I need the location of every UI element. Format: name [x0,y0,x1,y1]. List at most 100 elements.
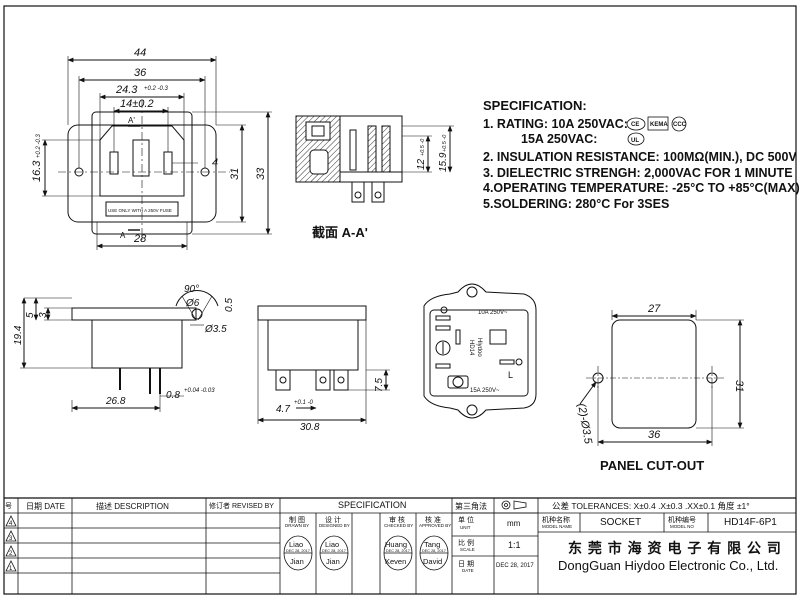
dim-height-left-tol: +0.2 -0.3 [36,133,42,158]
dim-75: 7.5 [374,378,385,392]
dim-section-15: 15.9 [438,152,449,172]
drawing-border [3,5,797,595]
tb-unit-value: mm [507,519,521,528]
tb-sig-designed: Liao [325,540,340,549]
tb-sig-checked: Huang [385,540,408,549]
panel-cutout [579,310,744,446]
tb-date-value: DEC 28, 2017 [496,563,534,569]
spec-line-3: 3. DIELECTRIC STRENGH: 2,000VAC FOR 1 MI… [483,166,793,180]
section-mark-a: A [120,231,126,240]
tb-role-designed-en: DESIGNED BY [319,523,350,528]
revision-marks [5,515,17,572]
tb-header-date: 日期 DATE [26,502,65,511]
dim-194: 19.4 [13,325,24,345]
tb-name-approved: David [423,557,443,566]
tb-scale-en: SCALE [460,547,475,552]
tb-header-num: 号 [5,503,12,510]
dim-section-12: 12 [416,158,427,170]
tb-sig-drawn: Liao [289,540,304,549]
tb-company-cn: 东 莞 市 海 资 电 子 有 限 公 司 [568,540,782,556]
section-view [295,115,454,203]
cert-ce: CE [631,122,639,128]
dim-angle-90: 90° [184,284,199,295]
dim-inner-tol: +0.2 -0.3 [144,86,169,92]
tb-model-name-en: MODEL NAME [542,524,573,529]
pin-label-4: 4 [212,157,218,169]
dim-bottom-width: 28 [133,233,147,245]
tb-role-drawn-en: DRAWN BY [285,523,310,528]
fuse-warning-label: USE ONLY WITH A 250V FUSE [108,208,172,213]
spec-line-1b: 15A 250VAC: [521,132,598,146]
spec-line-5: 5.SOLDERING: 280°C For 3SES [483,197,670,211]
tb-unit-cn: 单 位 [458,517,474,524]
top-view-labels: 44 36 24.3 +0.2 -0.3 14±0.2 28 16.3 +0.2… [31,47,267,245]
tb-date-designed: DEC 28, 2017 [322,549,346,553]
tb-unit-en: UNIT [460,525,471,530]
third-angle-projection-icon [501,500,527,510]
tb-date-drawn: DEC 28, 2017 [286,549,310,553]
tb-role-drawn: 制 图 [289,517,305,524]
tb-model-no: HD14F-6P1 [724,517,777,528]
rev-mark-3: 3 [9,536,13,542]
cert-ul: UL [631,138,639,144]
tb-header-angle: 第三角法 [455,502,487,511]
dim-height-left: 16.3 [31,160,43,182]
signature-stamps [283,535,449,571]
title-block-grid [4,497,796,594]
tb-company-en: DongGuan Hiydoo Electronic Co., Ltd. [558,558,779,573]
dim-308: 30.8 [300,422,320,433]
cutout-dim-height: 31 [733,380,745,392]
end-view [257,305,390,424]
dim-overall-width: 44 [134,47,146,59]
spec-line-4: 4.OPERATING TEMPERATURE: -25°C TO +85°C(… [483,181,800,195]
cert-marks [626,116,687,146]
front-brand: Hiydoo [476,338,482,357]
front-mark-l: L [508,370,513,380]
tb-scale-cn: 比 例 [458,540,474,547]
tb-role-approved-en: APPROVED BY [419,523,452,528]
dim-05: 0.5 [224,298,235,312]
tb-header-revised: 修订者 REVISED BY [209,503,274,510]
dim-08: 0.8 [166,390,180,401]
tb-name-drawn: Jian [290,557,304,566]
side-view [20,290,219,412]
tb-date-checked: DEC 28, 2017 [386,549,410,553]
top-view [42,56,272,250]
cert-kema: KEMA [650,122,668,128]
tb-model-no-cn: 机种编号 [668,517,696,524]
dim-section-12-tol: +0.5 -0 [420,138,426,156]
tb-date-cn: 日 期 [458,561,474,568]
section-caption: 截面 A-A' [312,225,368,240]
tb-model-name: SOCKET [600,517,642,528]
dim-47: 4.7 [276,404,290,415]
dim-5: 5 [25,312,36,318]
panel-cutout-caption: PANEL CUT-OUT [600,458,705,473]
tb-date-approved: DEC 28, 2017 [422,549,446,553]
cutout-dim-overall: 36 [648,429,661,441]
tb-date-en: DATE [462,568,474,573]
dim-pin-spacing: 14±0.2 [120,98,154,110]
dim-08-tol: +0.04 -0.03 [184,388,215,394]
front-view [423,283,537,419]
tb-model-no-en: MODEL NO [670,524,694,529]
dim-height-33: 33 [255,167,267,180]
cutout-dim-holes: (2)-Ø3.5 [575,402,594,445]
dim-3: 3 [38,312,49,318]
cutout-dim-width: 27 [647,303,661,315]
spec-line-2: 2. INSULATION RESISTANCE: 100MΩ(MIN.), D… [483,150,797,164]
spec-line-1: 1. RATING: 10A 250VAC: [483,117,628,131]
front-rating-10a: 10A 250V~ [478,310,508,316]
dim-47-tol: +0.1 -0 [294,400,314,406]
dim-section-15-tol: +0.5 -0 [442,134,448,152]
tb-model-name-cn: 机种名称 [542,517,570,524]
tb-role-designed: 设 计 [325,517,341,524]
rev-mark-1: 1 [9,566,13,572]
dim-mount-width: 36 [134,67,147,79]
tb-scale-value: 1:1 [508,540,521,550]
section-mark-a-prime: A' [128,116,135,125]
dim-inner-width: 24.3 [115,84,138,96]
rev-mark-2: 2 [9,551,13,557]
dim-phi35: Ø3.5 [204,324,227,335]
cert-ccc: CCC [673,122,687,128]
